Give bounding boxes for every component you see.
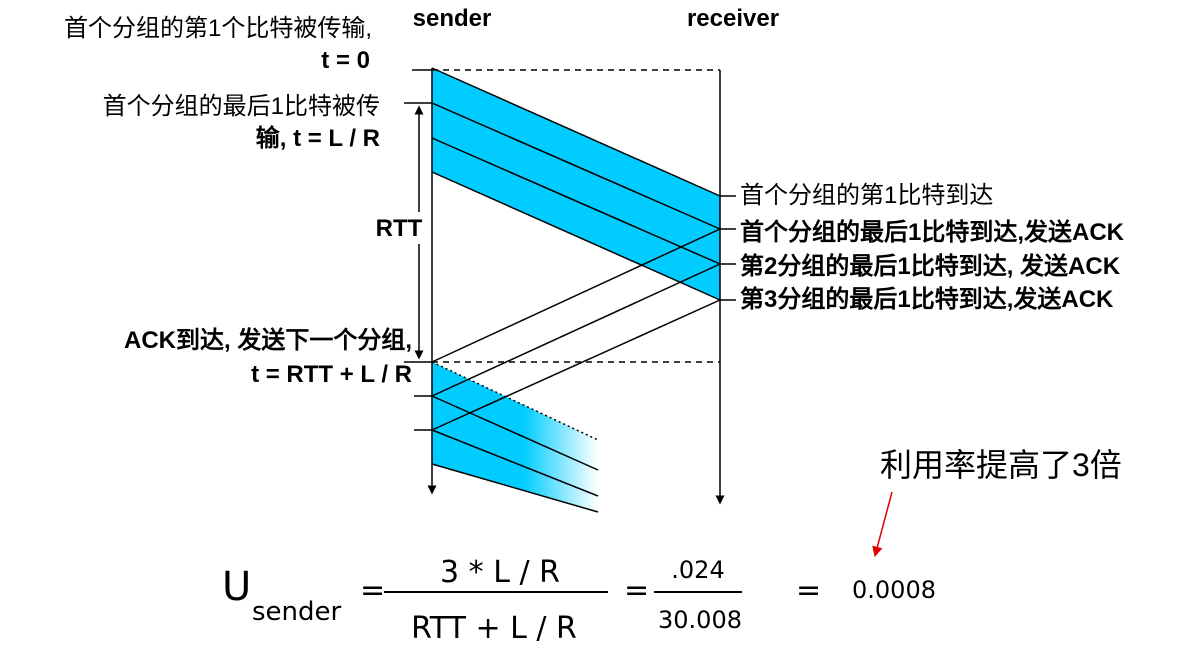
first-bit-label-line1: 首个分组的第1个比特被传输,	[64, 15, 372, 42]
arrive-last-bit-1-label: 首个分组的最后1比特到达,发送ACK	[740, 218, 1125, 246]
ack-line-2	[431, 263, 721, 397]
ack-line-1	[431, 228, 721, 363]
packet2-edge-2	[431, 429, 599, 497]
formula-denominator-2: 30.008	[658, 606, 742, 634]
formula-denominator: RTT + L / R	[411, 611, 577, 646]
rtt-label: RTT	[376, 215, 423, 242]
sender-header: sender	[413, 5, 492, 32]
formula-u-sub: sender	[252, 597, 342, 627]
packet-edge-top	[431, 67, 721, 197]
packet-band-first	[432, 68, 720, 300]
formula-eq1: =	[360, 573, 385, 608]
arrive-first-bit-label: 首个分组的第1比特到达	[740, 182, 993, 209]
packet-edge-1	[431, 102, 721, 230]
packet-band-second	[432, 362, 598, 512]
formula-numerator: 3 * L / R	[440, 555, 560, 590]
packet2-edge-3	[431, 463, 599, 513]
arrive-last-bit-3-label: 第3分组的最后1比特到达,发送ACK	[740, 285, 1114, 313]
note-arrow	[872, 491, 893, 558]
ack-arrive-label-line1: ACK到达, 发送下一个分组,	[124, 326, 412, 354]
formula-numerator-2: .024	[671, 556, 724, 584]
formula-eq2: =	[624, 573, 649, 608]
packet-edge-2	[431, 137, 721, 265]
last-bit-label-line1: 首个分组的最后1比特被传	[103, 93, 380, 120]
formula-eq3: =	[796, 573, 821, 608]
ack-arrive-label-line2: t = RTT + L / R	[251, 361, 412, 388]
ack-line-3	[431, 299, 721, 431]
utilization-note: 利用率提高了3倍	[880, 447, 1122, 483]
packet-edge-3	[431, 171, 721, 301]
formula-u: U	[222, 564, 251, 610]
last-bit-label-line2: 输, t = L / R	[256, 124, 380, 152]
receiver-header: receiver	[687, 5, 779, 32]
first-bit-label-line2: t = 0	[321, 47, 370, 74]
arrive-last-bit-2-label: 第2分组的最后1比特到达, 发送ACK	[740, 252, 1121, 280]
formula-result: 0.0008	[852, 576, 936, 604]
rtt-label-bg	[380, 212, 430, 244]
packet2-edge-1	[431, 395, 599, 471]
packet2-edge-top	[431, 361, 599, 441]
